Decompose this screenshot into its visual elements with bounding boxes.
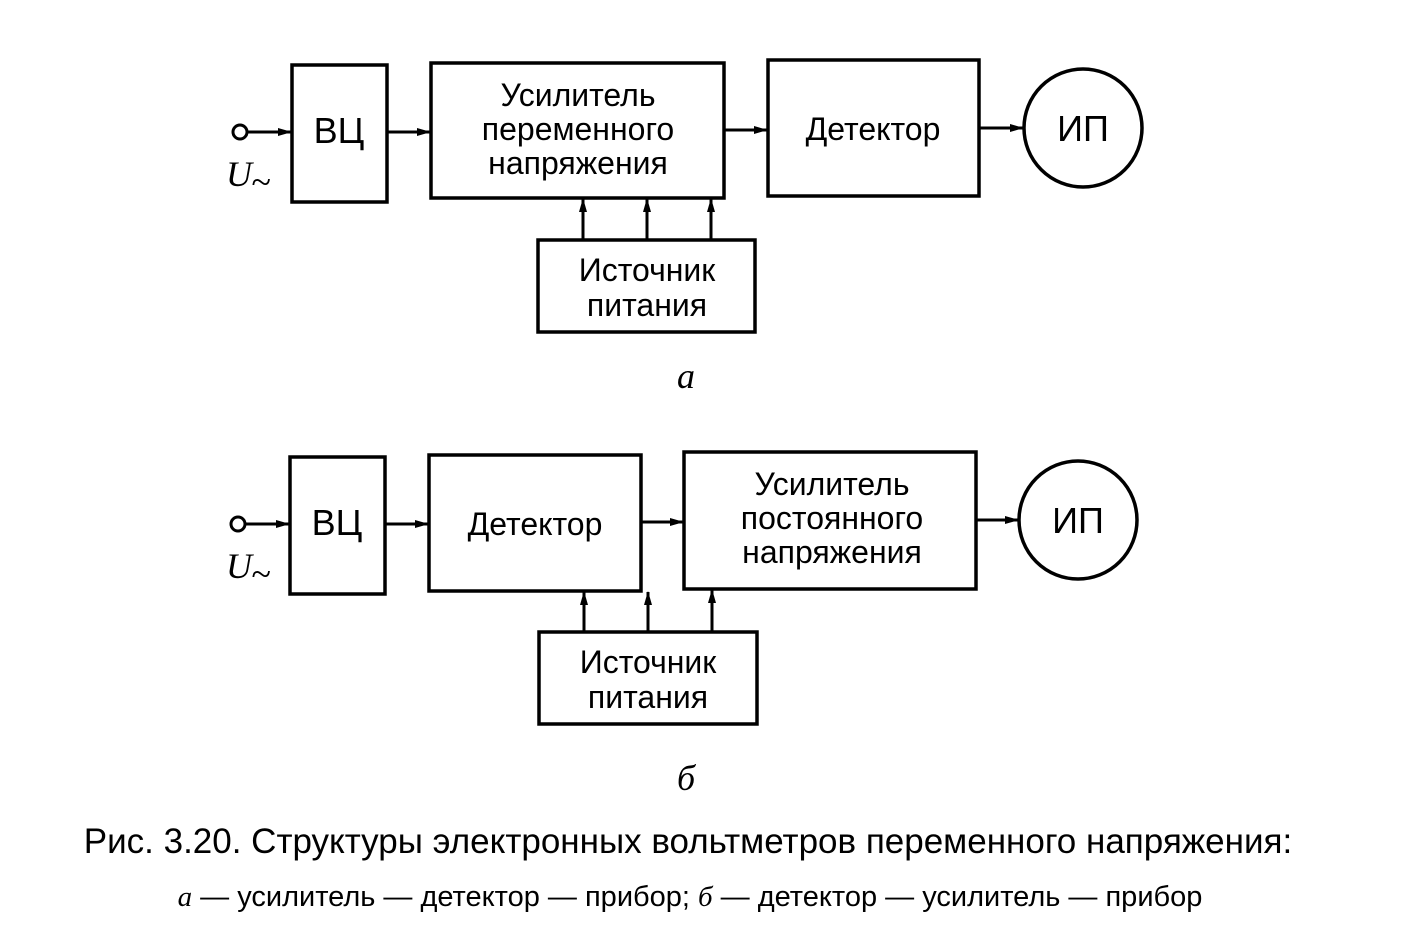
psu-line2-b: питания [588, 679, 708, 715]
dc-amplifier-box [682, 450, 978, 591]
input-voltage-label-a: U [226, 154, 254, 194]
indicator-circle-b [1017, 459, 1139, 581]
dc-amp-line3: напряжения [742, 534, 922, 570]
diagram-a: U ~ ВЦ Усилитель переменного напряжения … [226, 58, 1144, 396]
input-terminal-a [231, 123, 249, 141]
vc-box-b [288, 455, 387, 596]
input-voltage-sub-b: ~ [251, 554, 270, 594]
caption-a-text: — усилитель — детектор — прибор; [192, 881, 698, 913]
psu-line1-b: Источник [580, 644, 718, 680]
figure-caption-legend: а — усилитель — детектор — прибор; б — д… [178, 881, 1203, 913]
dc-amp-line2: постоянного [741, 500, 923, 536]
diagram-a-sublabel: а [677, 356, 695, 396]
indicator-circle-a [1022, 67, 1144, 189]
vc-label-b: ВЦ [312, 502, 363, 543]
figure-caption-title: Рис. 3.20. Структуры электронных вольтме… [84, 822, 1292, 861]
detector-label-b: Детектор [468, 506, 603, 542]
diagram-b: U ~ ВЦ Детектор Усилитель постоянного на… [226, 450, 1139, 798]
diagram-b-sublabel: б [677, 758, 697, 798]
ac-amp-line3: напряжения [488, 145, 668, 181]
detector-label-a: Детектор [806, 111, 941, 147]
caption-b-text: — детектор — усилитель — прибор [713, 881, 1203, 913]
power-supply-box-b [537, 630, 759, 726]
input-voltage-sub-a: ~ [251, 162, 270, 202]
power-supply-box-a [536, 238, 757, 334]
dc-amp-line1: Усилитель [755, 466, 910, 502]
input-voltage-label-b: U [226, 546, 254, 586]
ac-amp-line2: переменного [482, 111, 674, 147]
input-terminal-b [229, 515, 247, 533]
detector-box-a [766, 58, 981, 198]
vc-label-a: ВЦ [314, 110, 365, 151]
ac-amp-line1: Усилитель [501, 77, 656, 113]
ac-amplifier-box [429, 61, 726, 200]
caption-b-letter: б [698, 881, 714, 913]
detector-box-b [427, 453, 643, 593]
caption-a-letter: а [178, 881, 193, 913]
indicator-label-b: ИП [1052, 500, 1104, 541]
psu-line2-a: питания [587, 287, 707, 323]
indicator-label-a: ИП [1057, 108, 1109, 149]
psu-line1-a: Источник [579, 252, 717, 288]
